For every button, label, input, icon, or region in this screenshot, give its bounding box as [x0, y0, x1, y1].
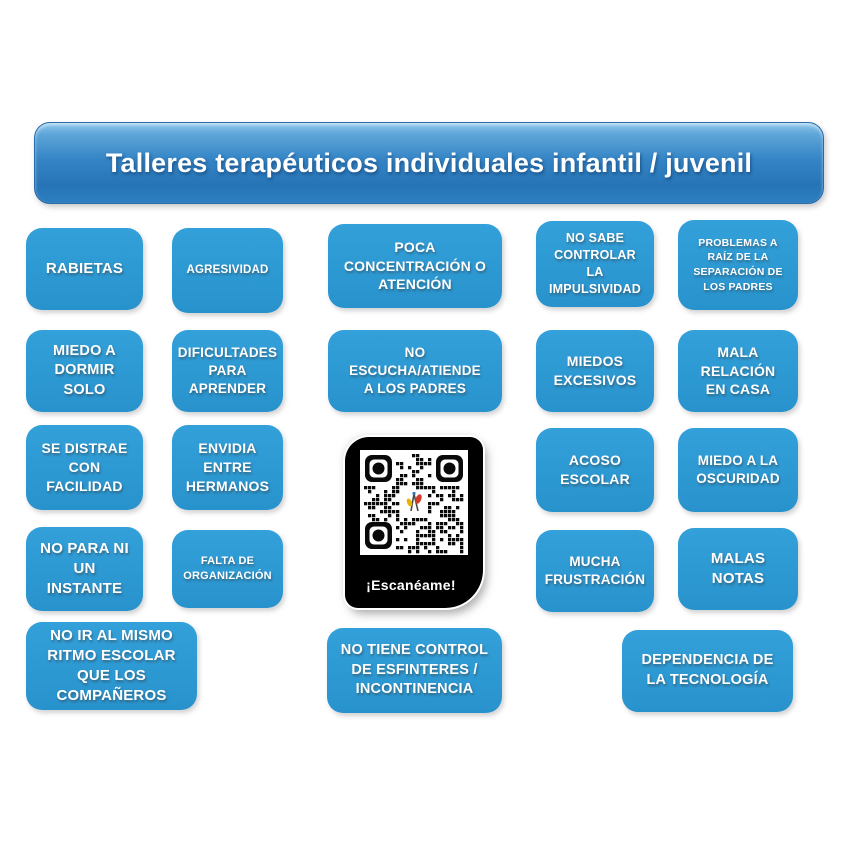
box-control-esfinteres: NO TIENE CONTROL DE ESFINTERES / INCONTI…: [327, 628, 502, 713]
box-label: ENVIDIA ENTRE HERMANOS: [185, 440, 270, 494]
box-impulsividad: NO SABE CONTROLAR LA IMPULSIVIDAD: [536, 221, 654, 307]
qr-code-graphic: [360, 450, 468, 555]
box-ritmo-escolar: NO IR AL MISMO RITMO ESCOLAR QUE LOS COM…: [26, 622, 197, 710]
box-label: RABIETAS: [45, 259, 124, 277]
box-label: MIEDO A DORMIR SOLO: [53, 342, 116, 398]
box-label: AGRESIVIDAD: [186, 263, 269, 276]
box-label: MIEDOS EXCESIVOS: [553, 353, 637, 388]
box-falta-organizacion: FALTA DE ORGANIZACIÓN: [172, 530, 283, 608]
box-label: MALA RELACIÓN EN CASA: [700, 343, 776, 398]
box-malas-notas: MALAS NOTAS: [678, 528, 798, 610]
box-label: DEPENDENCIA DE LA TECNOLOGÍA: [641, 652, 774, 688]
box-agresividad: AGRESIVIDAD: [172, 228, 283, 313]
box-label: PROBLEMAS A RAÍZ DE LA SEPARACIÓN DE LOS…: [693, 236, 783, 293]
box-miedo-dormir-solo: MIEDO A DORMIR SOLO: [26, 330, 143, 412]
box-separacion-padres: PROBLEMAS A RAÍZ DE LA SEPARACIÓN DE LOS…: [678, 220, 798, 310]
box-label: DIFICULTADES PARA APRENDER: [177, 344, 278, 397]
box-label: ACOSO ESCOLAR: [560, 452, 630, 487]
box-miedo-oscuridad: MIEDO A LA OSCURIDAD: [678, 428, 798, 512]
box-mucha-frustracion: MUCHA FRUSTRACIÓN: [536, 530, 654, 612]
box-no-escucha-padres: NO ESCUCHA/ATIENDE A LOS PADRES: [328, 330, 502, 412]
qr-code: [360, 450, 468, 555]
box-label: SE DISTRAE CON FACILIDAD: [41, 440, 128, 494]
qr-scan-label: ¡Escanéame!: [366, 577, 456, 593]
box-label: MUCHA FRUSTRACIÓN: [544, 553, 646, 587]
box-poca-concentracion: POCA CONCENTRACIÓN O ATENCIÓN: [328, 224, 502, 308]
box-dificultades-aprender: DIFICULTADES PARA APRENDER: [172, 330, 283, 412]
qr-finder-bottom-left: [365, 522, 392, 549]
box-envidia-hermanos: ENVIDIA ENTRE HERMANOS: [172, 425, 283, 510]
box-mala-relacion-casa: MALA RELACIÓN EN CASA: [678, 330, 798, 412]
title-banner: Talleres terapéuticos individuales infan…: [34, 122, 824, 204]
box-label: NO IR AL MISMO RITMO ESCOLAR QUE LOS COM…: [47, 626, 176, 705]
box-label: FALTA DE ORGANIZACIÓN: [183, 555, 272, 582]
page-title: Talleres terapéuticos individuales infan…: [105, 147, 753, 178]
box-label: NO TIENE CONTROL DE ESFINTERES / INCONTI…: [340, 642, 489, 698]
qr-card: ¡Escanéame!: [345, 437, 483, 608]
box-acoso-escolar: ACOSO ESCOLAR: [536, 428, 654, 512]
qr-finder-top-left: [365, 455, 392, 482]
box-rabietas: RABIETAS: [26, 228, 143, 310]
box-label: NO PARA NI UN INSTANTE: [40, 539, 129, 598]
box-label: POCA CONCENTRACIÓN O ATENCIÓN: [343, 238, 487, 293]
box-label: MALAS NOTAS: [710, 549, 766, 587]
box-miedos-excesivos: MIEDOS EXCESIVOS: [536, 330, 654, 412]
box-dependencia-tecnologia: DEPENDENCIA DE LA TECNOLOGÍA: [622, 630, 793, 712]
qr-finder-top-right: [436, 455, 463, 482]
box-label: NO SABE CONTROLAR LA IMPULSIVIDAD: [549, 231, 641, 296]
box-label: MIEDO A LA OSCURIDAD: [696, 452, 780, 486]
qr-center-logo: [403, 490, 425, 514]
box-no-para: NO PARA NI UN INSTANTE: [26, 527, 143, 611]
box-se-distrae: SE DISTRAE CON FACILIDAD: [26, 425, 143, 510]
box-label: NO ESCUCHA/ATIENDE A LOS PADRES: [349, 344, 481, 397]
